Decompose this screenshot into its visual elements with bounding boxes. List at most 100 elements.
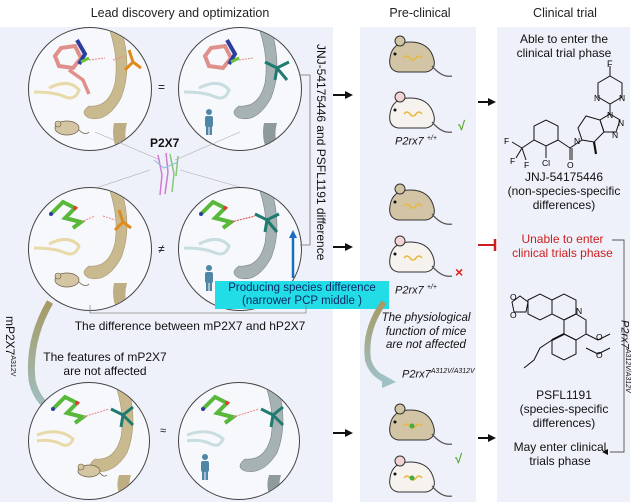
- genotype-name: P2rx7: [395, 284, 424, 297]
- p2x7-zoom-lines: [89, 131, 251, 191]
- genotype-sup: A312V/A312V: [430, 368, 475, 375]
- human-binding-site-illustration: [183, 28, 290, 150]
- physiology-caption: The physiological function of mice are n…: [376, 312, 476, 353]
- features-line-2: are not affected: [63, 364, 147, 378]
- svg-text:O: O: [596, 350, 603, 360]
- difference-caption: The difference between mP2X7 and hP2X7: [74, 319, 306, 333]
- white-mutant-mouse-icon: [389, 455, 453, 497]
- white-mouse-icon: [389, 235, 453, 277]
- check-mark-icon: √: [455, 451, 463, 466]
- svg-text:F: F: [504, 136, 509, 146]
- psfl1191-structure: O O N O O: [510, 292, 611, 369]
- human-binding-site-illustration: [186, 383, 285, 499]
- mutant-sup: A312V: [9, 355, 16, 377]
- compound2-name: PSFL1191: [536, 388, 592, 402]
- mouse-binding-site-illustration: [33, 28, 142, 150]
- svg-text:Cl: Cl: [542, 158, 550, 168]
- equals-symbol: =: [158, 80, 166, 94]
- svg-text:N: N: [618, 118, 624, 128]
- arrow-right-icon: [478, 98, 496, 106]
- unable-caption: Unable to enter clinical trials phase: [500, 232, 625, 260]
- genotype-name: P2rx7: [402, 368, 431, 381]
- features-caption: The features of mP2X7 are not affected: [40, 350, 170, 378]
- compound2-note-1: (species-specific: [519, 402, 609, 416]
- svg-text:N: N: [612, 130, 618, 140]
- white-mouse-icon: [389, 91, 453, 133]
- svg-text:O: O: [567, 160, 574, 170]
- species-bracket: [89, 305, 307, 314]
- may-line-1: May enter clinical: [513, 440, 607, 454]
- header-lead-discovery: Lead discovery and optimization: [90, 6, 270, 20]
- compound2-label: PSFL1191 (species-specific differences): [500, 388, 628, 430]
- able-line-2: clinical trial phase: [516, 46, 612, 60]
- svg-text:F: F: [524, 160, 529, 170]
- jnj-54175446-structure: F N N N N N N O Cl F F F: [504, 59, 625, 170]
- mouse-icon: [54, 120, 90, 136]
- physiology-line-2: function of mice: [385, 325, 467, 338]
- p2x7-label: P2X7: [150, 136, 180, 150]
- human-binding-site-circle-1: [178, 27, 302, 151]
- arrow-right-icon: [478, 434, 496, 442]
- physiology-line-3: are not affected: [386, 339, 466, 351]
- human-icon: [205, 265, 213, 291]
- knockin-curved-arrow: [364, 300, 396, 388]
- unable-line-1: Unable to enter: [521, 232, 604, 246]
- svg-text:N: N: [607, 110, 613, 120]
- not-equal-symbol: ≠: [158, 242, 165, 256]
- side-sup: A312V/A312V: [624, 348, 631, 393]
- brown-mouse-icon: [389, 35, 453, 77]
- compound2-note-2: differences): [532, 416, 596, 430]
- atom-f: F: [607, 59, 613, 69]
- able-caption: Able to enter the clinical trial phase: [500, 32, 628, 60]
- svg-text:N: N: [574, 136, 580, 146]
- arrow-right-icon: [333, 91, 353, 99]
- header-clinical-trial: Clinical trial: [533, 6, 597, 20]
- svg-text:O: O: [596, 332, 603, 342]
- blocked-arrow-icon: [478, 239, 497, 251]
- cross-mark-icon: ×: [455, 264, 464, 280]
- p2x7-structure-icon: [153, 152, 179, 196]
- compound-difference-label: JNJ-54175446 and PSFL1191 difference: [314, 44, 328, 261]
- brown-mutant-mouse-icon: [389, 403, 453, 445]
- mouse-icon: [54, 272, 90, 288]
- mutant-label: mP2X7A312V: [3, 316, 17, 376]
- compound1-label: JNJ-54175446 (non-species-specific diffe…: [500, 170, 628, 212]
- check-mark-icon: √: [458, 118, 466, 133]
- side-name: P2rx7: [618, 320, 631, 349]
- header-preclinical: Pre-clinical: [389, 6, 451, 20]
- genotype-sup: +/+: [426, 135, 437, 142]
- genotype-sup: +/+: [426, 284, 437, 291]
- mouse-binding-site-circle-2: [28, 187, 152, 311]
- genotype-name: P2rx7: [395, 135, 424, 148]
- svg-text:N: N: [594, 93, 600, 103]
- svg-text:O: O: [510, 310, 517, 320]
- genotype-mutant-label: P2rx7A312V/A312V: [402, 368, 475, 381]
- clinical-panel: [497, 27, 630, 502]
- genotype-wt-label-2: P2rx7 +/+: [395, 284, 437, 297]
- human-icon: [205, 109, 213, 135]
- compound1-note-2: differences): [532, 198, 596, 212]
- genotype-wt-label-1: P2rx7 +/+: [395, 135, 437, 148]
- mouse-icon: [77, 463, 108, 478]
- arrow-right-icon: [333, 243, 353, 251]
- brown-mouse-icon: [389, 183, 453, 225]
- svg-text:N: N: [576, 306, 582, 316]
- species-difference-badge: Producing species difference (narrower P…: [215, 281, 389, 309]
- svg-text:N: N: [619, 93, 625, 103]
- difference-bracket-line: [300, 74, 311, 246]
- mutant-name: mP2X7: [3, 316, 17, 356]
- approx-symbol: ≈: [160, 425, 167, 437]
- badge-line-2: (narrower PCP middle ): [242, 295, 362, 307]
- compound1-name: JNJ-54175446: [524, 170, 604, 184]
- blue-up-arrow-icon: [289, 230, 297, 278]
- may-line-2: trials phase: [529, 454, 591, 468]
- features-line-1: The features of mP2X7: [43, 350, 167, 364]
- may-enter-caption: May enter clinical trials phase: [500, 440, 620, 468]
- rescue-side-label: P2rx7A312V/A312V: [618, 320, 631, 393]
- arrow-right-icon: [333, 429, 353, 437]
- human-binding-site-circle-3: [178, 382, 300, 500]
- svg-text:F: F: [510, 156, 515, 166]
- unable-line-2: clinical trials phase: [512, 246, 613, 260]
- mouse-binding-site-circle-1: [28, 27, 152, 151]
- badge-line-1: Producing species difference: [228, 282, 376, 294]
